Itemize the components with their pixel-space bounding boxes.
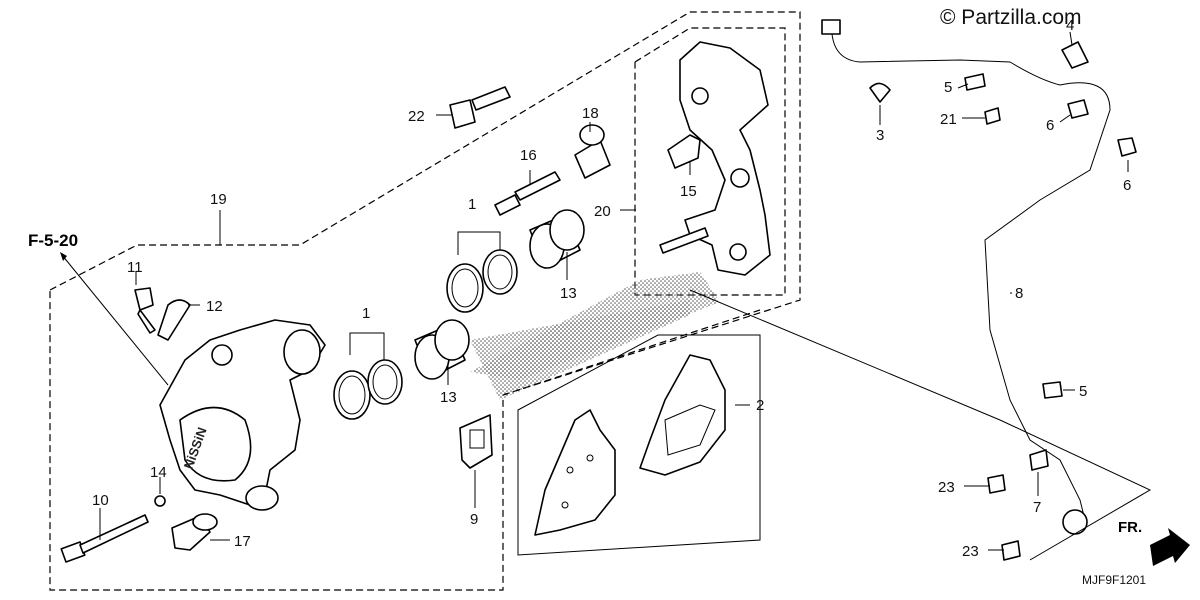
callout-13-lower: 13	[440, 389, 457, 406]
reference-arrow	[61, 254, 169, 386]
sensor-bracket-outline	[999, 419, 1152, 561]
piston-seal-upper-outer	[446, 263, 484, 313]
bolt-23-upper	[987, 474, 1006, 494]
callout-23-upper: 23	[938, 479, 955, 496]
callout-1-lower: 1	[362, 305, 370, 322]
piston-seal-outer	[333, 370, 371, 420]
front-direction-arrow	[1150, 528, 1190, 566]
callout-17: 17	[234, 533, 251, 550]
pin-washer	[154, 495, 166, 507]
pad-retainer	[459, 414, 493, 469]
pin-bolt	[171, 513, 218, 551]
callout-1-upper: 1	[468, 196, 476, 213]
callout-6-right: 6	[1123, 177, 1131, 194]
callout-12: 12	[206, 298, 223, 315]
speed-sensor-harness	[821, 19, 1111, 535]
callout-22: 22	[408, 108, 425, 125]
slide-pin	[494, 171, 561, 216]
piston-seal-inner	[367, 359, 403, 405]
callout-5-mid: 5	[1079, 383, 1087, 400]
callout-18: 18	[582, 105, 599, 122]
callout-23-lower: 23	[962, 543, 979, 560]
front-marker-label: FR.	[1118, 519, 1142, 536]
callout-13-upper: 13	[560, 285, 577, 302]
callout-5-top: 5	[944, 79, 952, 96]
callout-21: 21	[940, 111, 957, 128]
bleeder-cap	[157, 299, 191, 341]
callout-9: 9	[470, 511, 478, 528]
callout-15: 15	[680, 183, 697, 200]
brake-pad-front	[639, 354, 726, 476]
callout-14: 14	[150, 464, 167, 481]
clamp-7	[1029, 449, 1049, 471]
callout-8: 8	[1015, 285, 1023, 302]
sensor-bracket	[1061, 41, 1089, 69]
bleeder-valve	[134, 287, 156, 334]
pad-set-boundary	[502, 309, 761, 396]
reference-label: F-5-20	[28, 231, 78, 250]
callout-3: 3	[876, 127, 884, 144]
clamp-5-mid	[1042, 381, 1063, 399]
clamp-3	[869, 82, 891, 103]
clamp-6-right	[1117, 137, 1137, 157]
callout-2: 2	[756, 397, 764, 414]
bolt-23-lower	[1001, 540, 1021, 561]
callout-labels: 19 22 16 18 1 13 20 15 11 12 1 13 2 14 1…	[92, 17, 1131, 560]
clamp-5-top	[964, 73, 986, 91]
bolt-21	[984, 107, 1001, 125]
piston-upper	[529, 209, 585, 269]
callout-20: 20	[594, 203, 611, 220]
callout-7: 7	[1033, 499, 1041, 516]
callout-11: 11	[127, 259, 143, 276]
callout-6-top: 6	[1046, 117, 1054, 134]
shading-band-lower	[470, 300, 690, 400]
pin-boot	[574, 124, 611, 179]
pad-spring-clip	[667, 134, 701, 169]
brake-pad-rear	[534, 409, 616, 536]
caliper-assembly-boundary	[49, 11, 801, 591]
leader-lines	[99, 31, 1129, 551]
piston-lower	[414, 319, 470, 380]
pad-set-box	[517, 334, 761, 556]
caliper-bracket	[659, 41, 771, 276]
caliper-body: NiSSiN	[159, 319, 326, 511]
watermark-text: © Partzilla.com	[940, 6, 1082, 29]
callout-16: 16	[520, 147, 537, 164]
bracket-to-sensor-line	[689, 289, 1001, 421]
callout-10: 10	[92, 492, 109, 509]
clamp-6-top	[1067, 99, 1089, 119]
caliper-pin	[60, 514, 149, 563]
caliper-bolt	[449, 86, 511, 129]
diagram-code: MJF9F1201	[1082, 573, 1146, 587]
callout-19: 19	[210, 191, 227, 208]
callout-4: 4	[1066, 17, 1074, 34]
